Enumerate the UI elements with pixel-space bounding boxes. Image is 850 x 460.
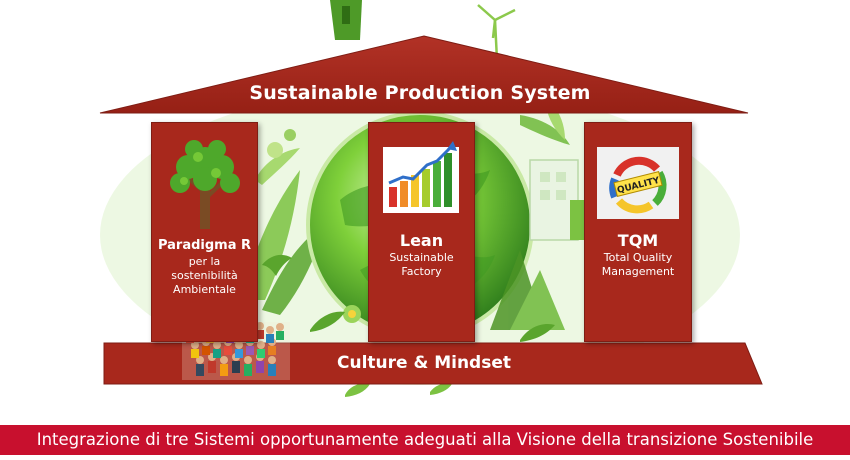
tree-icon bbox=[170, 140, 240, 229]
pillar-title: Paradigma R bbox=[157, 238, 252, 253]
roof-title: Sustainable Production System bbox=[249, 82, 591, 104]
bird-icon bbox=[262, 254, 292, 276]
pillar-title: Lean bbox=[399, 231, 444, 250]
growth-chart-icon bbox=[383, 141, 459, 213]
pillar-tqm: QUALITY TQM Total Quality Management bbox=[584, 122, 692, 342]
person-figure-icon bbox=[330, 0, 362, 40]
building-icon bbox=[529, 159, 586, 241]
pillar-subtitle: Total Quality Management bbox=[601, 251, 675, 278]
pillar-subtitle: per la sostenibilità Ambientale bbox=[171, 255, 238, 296]
quality-cycle-icon: QUALITY bbox=[597, 147, 679, 219]
roof-shape bbox=[99, 35, 749, 114]
flower-icon bbox=[343, 305, 361, 323]
pillar-title: TQM bbox=[617, 231, 659, 250]
base-title: Culture & Mindset bbox=[336, 353, 511, 373]
pillar-subtitle: Sustainable Factory bbox=[389, 251, 454, 278]
pillar-paradigma-r: Paradigma R per la sostenibilità Ambient… bbox=[151, 122, 258, 342]
pillar-lean: Lean Sustainable Factory bbox=[368, 122, 475, 342]
caption-bar: Integrazione di tre Sistemi opportunamen… bbox=[0, 425, 850, 455]
